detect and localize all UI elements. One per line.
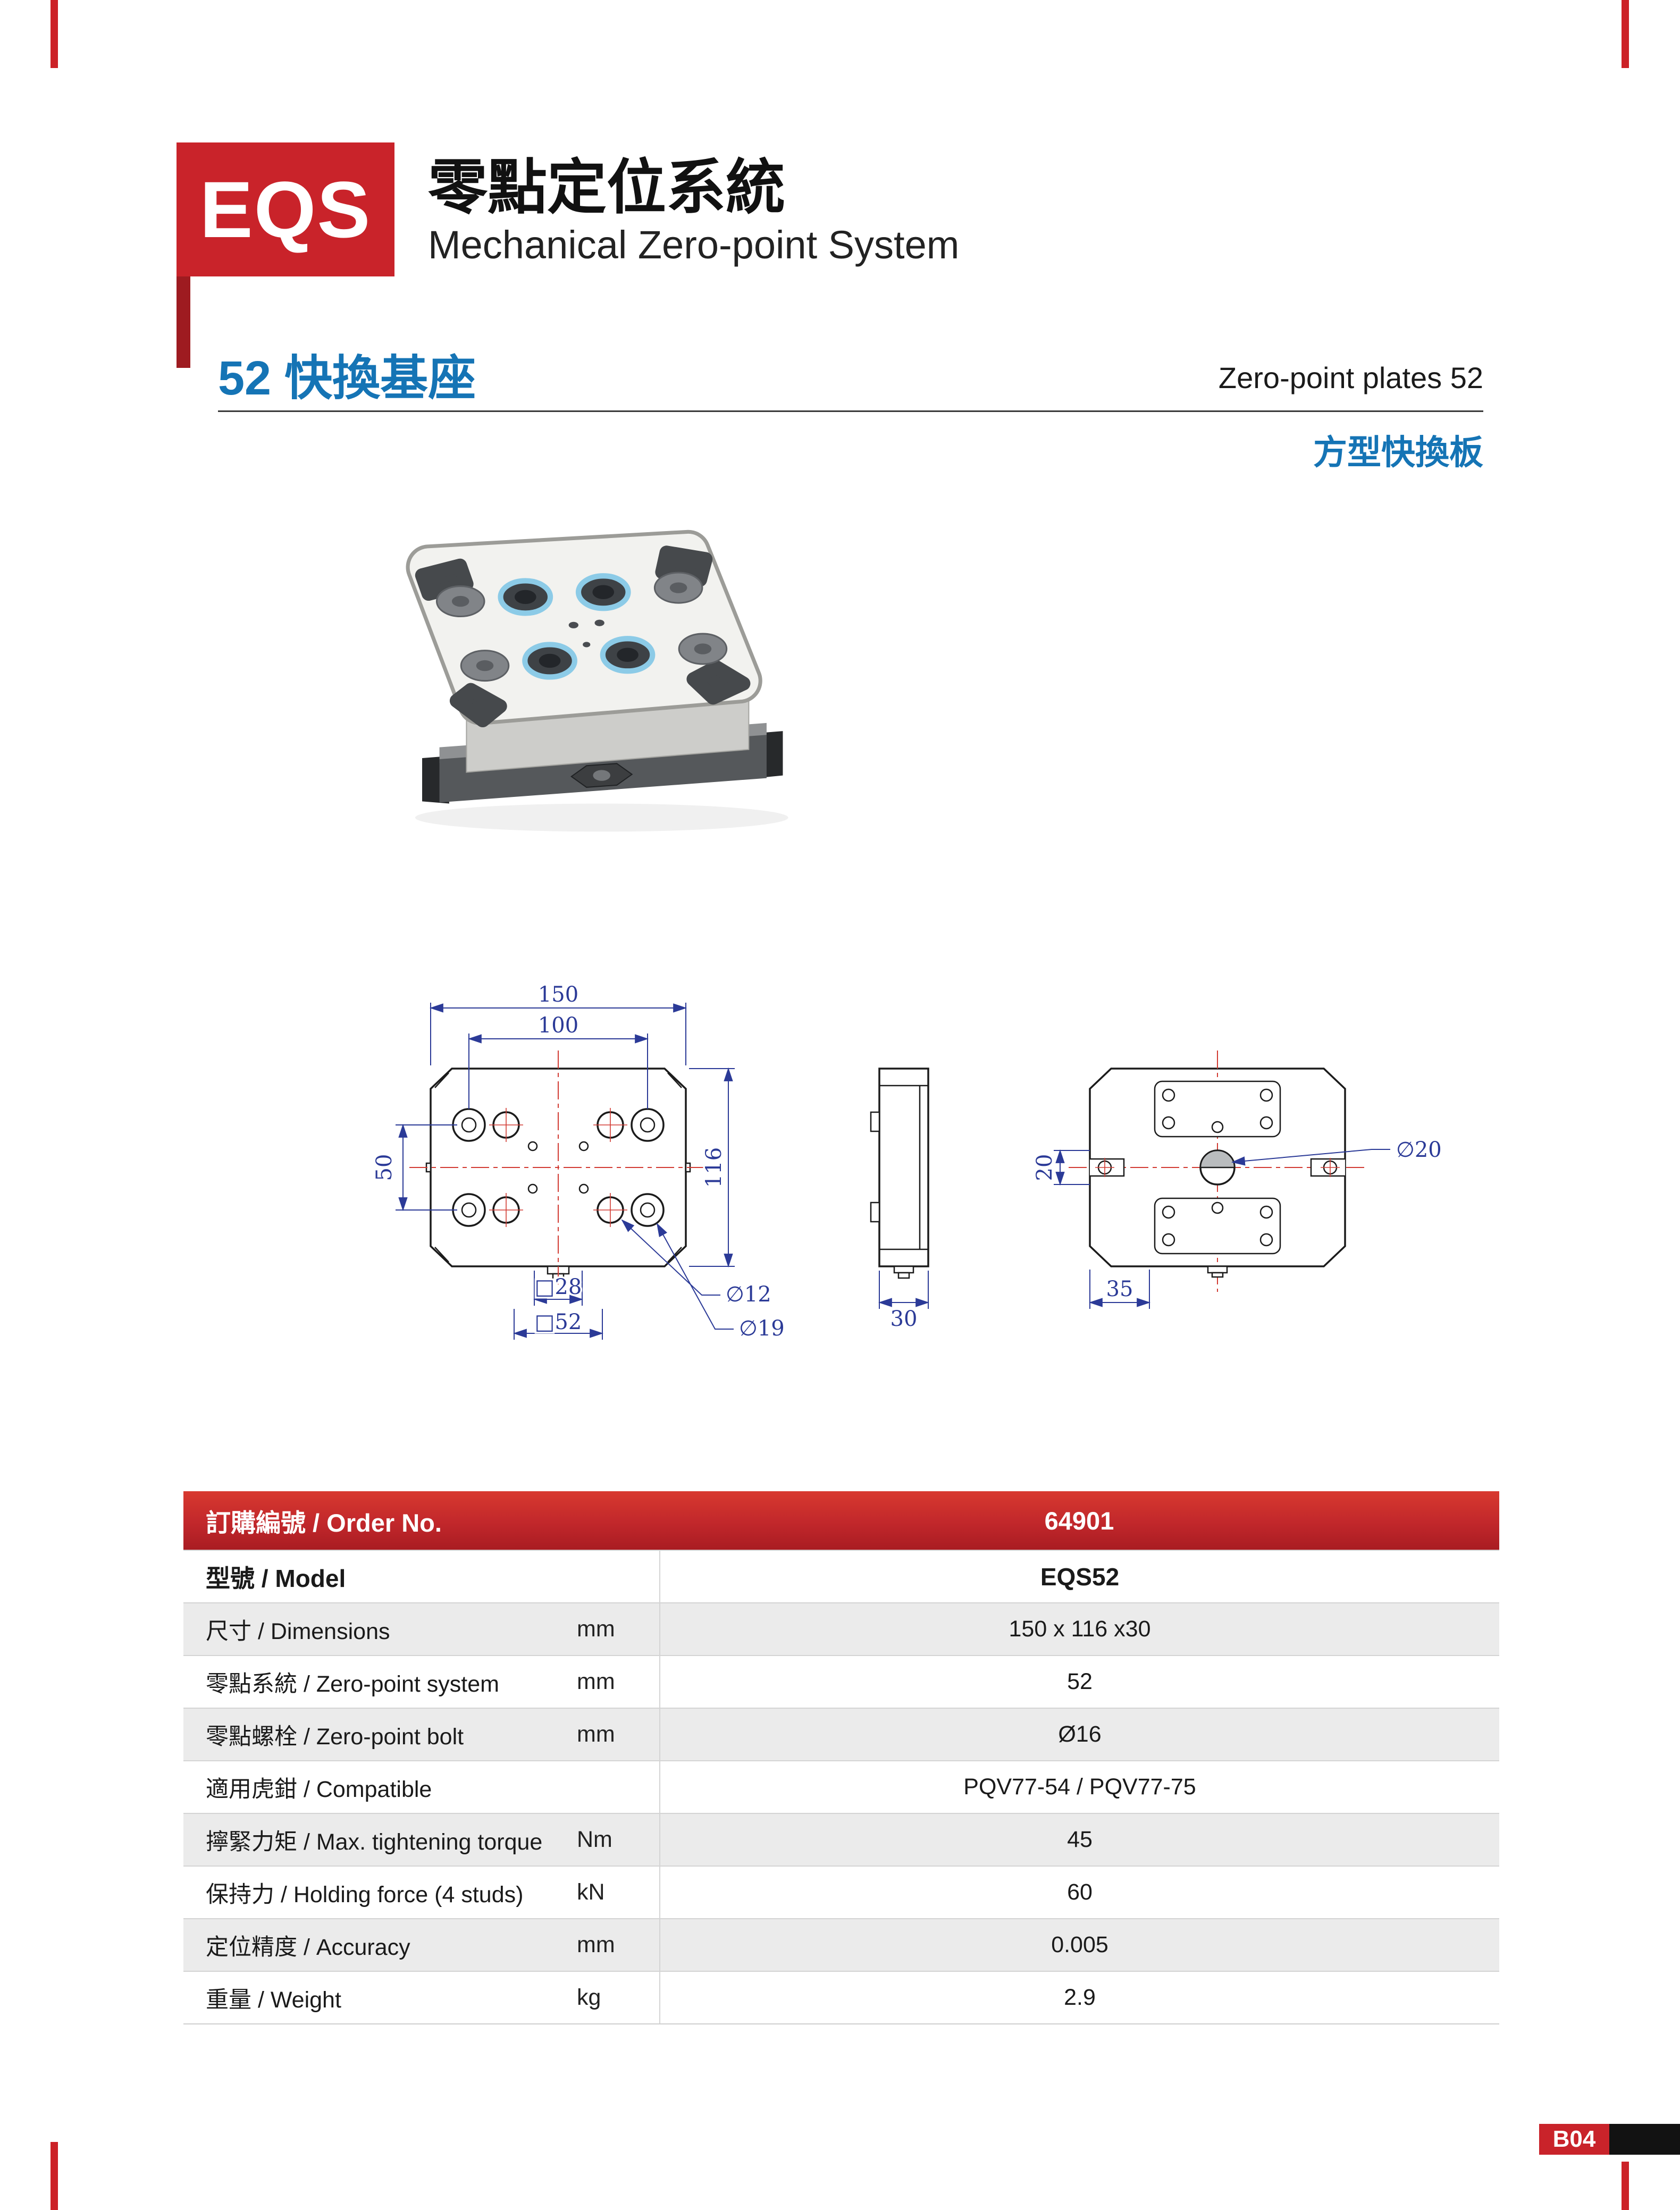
spec-label: 重量 / Weight bbox=[206, 1987, 341, 2013]
drawing-side-view: 30 bbox=[870, 1068, 930, 1333]
spec-value: 150 x 116 x30 bbox=[659, 1603, 1499, 1655]
spec-unit: mm bbox=[577, 1721, 615, 1747]
brand-code: EQS bbox=[199, 164, 372, 254]
spec-label: 擰緊力矩 / Max. tightening torque bbox=[206, 1829, 543, 1855]
spec-table-header: 訂購編號 / Order No. 64901 bbox=[183, 1491, 1499, 1550]
spec-value: EQS52 bbox=[659, 1551, 1499, 1602]
drawing-front-view: 150 100 50 116 □28 □52 ∅12 ∅19 bbox=[371, 981, 787, 1343]
dimension-label: 30 bbox=[891, 1307, 918, 1331]
product-photo bbox=[406, 530, 788, 832]
table-row: 型號 / Model EQS52 bbox=[183, 1550, 1499, 1602]
spec-value: 45 bbox=[659, 1814, 1499, 1866]
spec-value: 0.005 bbox=[659, 1919, 1499, 1971]
dimension-label: ∅12 bbox=[726, 1282, 771, 1307]
spec-unit: mm bbox=[577, 1669, 615, 1694]
section-divider bbox=[218, 410, 1483, 412]
dimension-label: ∅19 bbox=[739, 1316, 785, 1341]
order-no-value: 64901 bbox=[1044, 1506, 1114, 1535]
spec-label: 適用虎鉗 / Compatible bbox=[206, 1776, 432, 1802]
table-row: 保持力 / Holding force (4 studs) kN 60 bbox=[183, 1866, 1499, 1918]
dimension-label: 100 bbox=[538, 1013, 578, 1038]
spec-label: 型號 / Model bbox=[206, 1564, 346, 1592]
order-no-label: 訂購編號 / Order No. bbox=[206, 1508, 442, 1537]
crop-mark-bottom-right bbox=[1622, 2162, 1629, 2210]
clamping-ring bbox=[498, 573, 656, 680]
spec-unit: kN bbox=[577, 1879, 605, 1905]
table-row: 擰緊力矩 / Max. tightening torque Nm 45 bbox=[183, 1813, 1499, 1866]
crop-mark-top-left bbox=[51, 0, 58, 68]
spec-table: 訂購編號 / Order No. 64901 型號 / Model EQS52 … bbox=[183, 1491, 1499, 2024]
crop-mark-top-right bbox=[1622, 0, 1629, 68]
spec-unit: mm bbox=[577, 1932, 615, 1957]
drawing-back-view: 20 35 ∅20 bbox=[1031, 1051, 1443, 1309]
section-title-en: Zero-point plates 52 bbox=[1218, 361, 1483, 394]
spec-unit bbox=[577, 1761, 659, 1813]
spec-unit: kg bbox=[577, 1985, 601, 2010]
spec-value: 2.9 bbox=[659, 1972, 1499, 2023]
spec-label: 零點螺栓 / Zero-point bolt bbox=[206, 1724, 464, 1750]
table-row: 適用虎鉗 / Compatible PQV77-54 / PQV77-75 bbox=[183, 1760, 1499, 1813]
bushing-hole bbox=[435, 572, 728, 682]
section-subtitle-zh: 方型快換板 bbox=[1313, 433, 1483, 472]
brand-ribbon bbox=[177, 276, 190, 368]
dimension-label: ∅20 bbox=[1396, 1138, 1442, 1162]
brand-badge: EQS bbox=[177, 142, 394, 276]
spec-label: 尺寸 / Dimensions bbox=[206, 1618, 390, 1644]
dimension-label: 150 bbox=[538, 982, 578, 1007]
table-row: 定位精度 / Accuracy mm 0.005 bbox=[183, 1918, 1499, 1971]
table-row: 零點螺栓 / Zero-point bolt mm Ø16 bbox=[183, 1708, 1499, 1760]
spec-label: 零點系統 / Zero-point system bbox=[206, 1671, 499, 1697]
page-code: B04 bbox=[1552, 2126, 1596, 2152]
page-code-bar bbox=[1609, 2124, 1680, 2155]
section-title-zh: 52 快換基座 bbox=[218, 352, 476, 405]
table-row: 重量 / Weight kg 2.9 bbox=[183, 1971, 1499, 2023]
spec-value: 52 bbox=[659, 1656, 1499, 1708]
technical-drawing: 150 100 50 116 □28 □52 ∅12 ∅19 bbox=[371, 981, 1444, 1343]
spec-value: 60 bbox=[659, 1867, 1499, 1918]
spec-unit bbox=[577, 1551, 659, 1602]
spec-value: Ø16 bbox=[659, 1709, 1499, 1760]
table-row: 尺寸 / Dimensions mm 150 x 116 x30 bbox=[183, 1602, 1499, 1655]
page-title-zh: 零點定位系統 bbox=[428, 154, 785, 221]
table-row: 零點系統 / Zero-point system mm 52 bbox=[183, 1655, 1499, 1708]
spec-unit: Nm bbox=[577, 1827, 612, 1852]
crop-mark-bottom-left bbox=[51, 2142, 58, 2210]
spec-value: PQV77-54 / PQV77-75 bbox=[659, 1761, 1499, 1813]
spec-label: 保持力 / Holding force (4 studs) bbox=[206, 1881, 524, 1908]
spec-label: 定位精度 / Accuracy bbox=[206, 1934, 410, 1960]
dimension-label: □28 bbox=[535, 1275, 582, 1299]
page-title-en: Mechanical Zero-point System bbox=[428, 223, 960, 267]
dimension-label: 35 bbox=[1106, 1277, 1133, 1301]
spec-unit: mm bbox=[577, 1616, 615, 1642]
dimension-label: □52 bbox=[535, 1310, 582, 1334]
dimension-label: 50 bbox=[372, 1154, 397, 1181]
dimension-label: 116 bbox=[702, 1147, 726, 1188]
page-code-badge: B04 bbox=[1539, 2124, 1609, 2155]
dimension-label: 20 bbox=[1032, 1154, 1057, 1181]
